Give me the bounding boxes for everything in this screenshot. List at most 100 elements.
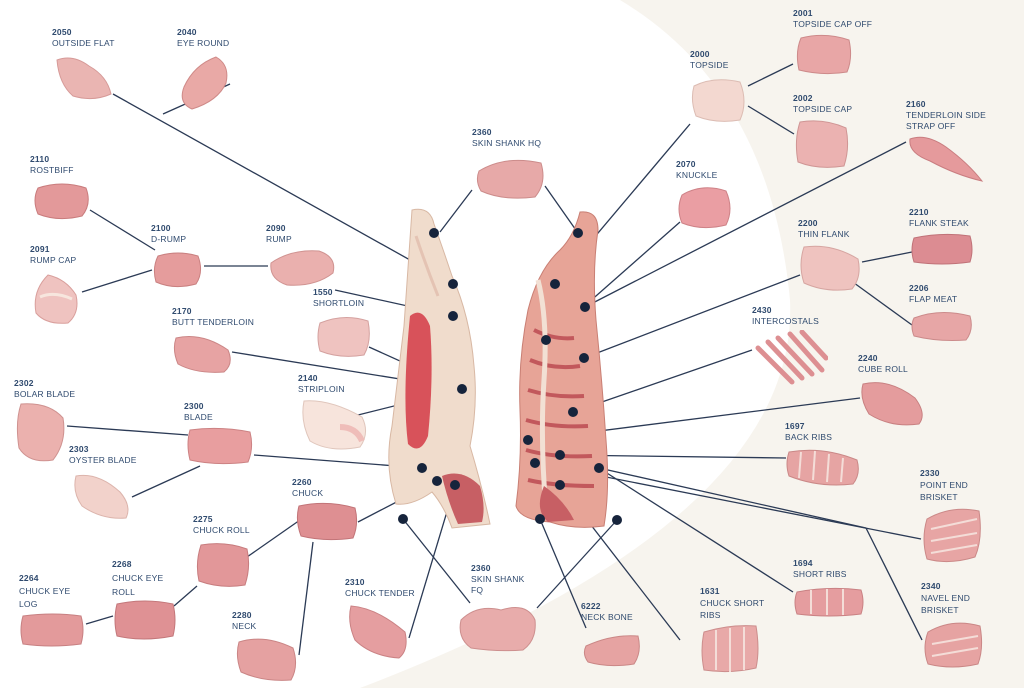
point-loin	[457, 384, 467, 394]
point-end-brisket-cut	[921, 505, 983, 565]
point-brisket	[594, 463, 604, 473]
connector-line	[747, 63, 794, 87]
topside-cap-off-cut	[795, 32, 853, 76]
connector-line	[298, 541, 314, 656]
connector-line	[81, 269, 153, 293]
point-blade	[417, 463, 427, 473]
point-intercostals	[568, 407, 578, 417]
connector-line	[539, 518, 587, 629]
rostbiff-cut	[32, 180, 92, 222]
connector-line	[85, 615, 114, 625]
connector-line	[849, 279, 913, 326]
forequarter-carcass	[514, 210, 614, 530]
point-cube-roll	[523, 435, 533, 445]
neck-bone-cut	[582, 628, 642, 668]
short-ribs-cut	[793, 586, 865, 618]
navel-end-brisket-cut	[922, 618, 984, 670]
thin-flank-cut	[798, 243, 862, 293]
point-tenderloin	[541, 335, 551, 345]
point-chuck-short-ribs	[555, 480, 565, 490]
point-short-ribs	[530, 458, 540, 468]
flap-meat-cut	[910, 308, 974, 342]
connector-line	[598, 467, 867, 529]
connector-line	[544, 185, 579, 234]
tenderloin-side-strap-off-cut	[906, 133, 984, 183]
intercostals-cut	[752, 330, 828, 386]
connector-line	[173, 585, 198, 607]
neck-cut	[235, 634, 299, 682]
connector-line	[583, 274, 801, 359]
connector-line	[246, 519, 301, 558]
connector-line	[131, 465, 201, 498]
chuck-tender-cut	[347, 602, 409, 660]
connector-line	[112, 93, 454, 285]
connector-line	[598, 467, 794, 593]
blade-cut	[186, 426, 254, 466]
point-chuck-tender	[398, 514, 408, 524]
flank-steak-cut	[910, 232, 974, 266]
rump-cap-cut	[32, 273, 82, 325]
back-ribs-cut	[785, 446, 861, 488]
skin-shank-hq-cut	[475, 155, 547, 201]
chuck-cut	[295, 500, 359, 542]
point-neck-bone	[535, 514, 545, 524]
striploin-cut	[300, 397, 370, 453]
point-thin-flank	[579, 353, 589, 363]
topside-cap-cut	[794, 118, 850, 170]
point-outside-flat	[448, 279, 458, 289]
knuckle-cut	[676, 183, 734, 231]
point-back-ribs	[555, 450, 565, 460]
d-rump-cut	[152, 250, 204, 290]
eye-round-cut	[178, 55, 230, 111]
bolar-blade-cut	[15, 402, 67, 464]
shortloin-cut	[316, 313, 372, 359]
point-knuckle	[580, 302, 590, 312]
connector-line	[584, 141, 907, 308]
connector-line	[66, 425, 189, 436]
point-chuck	[450, 480, 460, 490]
chuck-eye-log-cut	[19, 612, 85, 648]
point-topside	[550, 279, 560, 289]
oyster-blade-cut	[72, 470, 132, 520]
connector-line	[747, 105, 795, 135]
chuck-roll-cut	[195, 541, 251, 589]
skin-shank-fq-cut	[457, 600, 537, 652]
rump-cut	[267, 247, 337, 289]
cube-roll-cut	[859, 378, 927, 428]
connector-line	[861, 251, 913, 263]
point-chuck-roll	[432, 476, 442, 486]
topside-cut	[690, 76, 748, 124]
point-skin-shank-hq	[429, 228, 439, 238]
